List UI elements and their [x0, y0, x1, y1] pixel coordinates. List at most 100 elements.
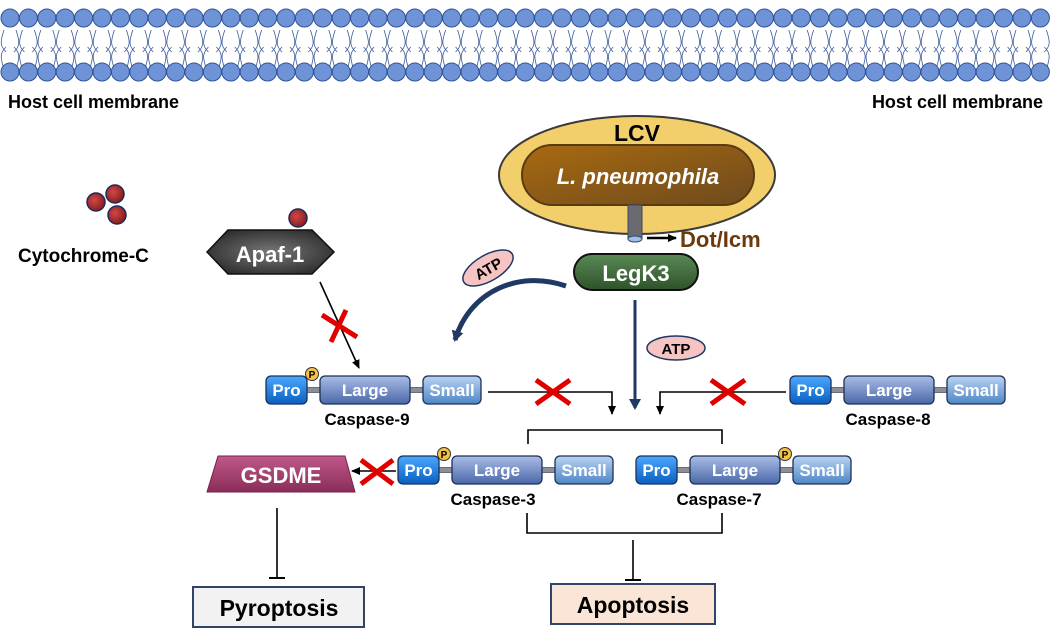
large-domain — [451, 455, 543, 485]
phospholipid-head — [110, 62, 130, 82]
caspase8-to-caspase7-arrow — [656, 391, 786, 415]
dot-icm-secretion-tube — [627, 204, 643, 240]
phosphorylation-label: P — [309, 370, 316, 381]
phospholipid-head — [331, 62, 351, 82]
phospholipid-head — [147, 8, 167, 28]
phospholipid-head — [883, 62, 903, 82]
phospholipid-head — [497, 8, 517, 28]
phospholipid-head — [534, 62, 554, 82]
pro-domain — [397, 455, 440, 485]
phospholipid-head — [55, 8, 75, 28]
legk3-label: LegK3 — [602, 261, 669, 286]
phosphorylation-icon — [778, 447, 792, 461]
phospholipid-head — [129, 62, 149, 82]
phospholipid-head — [865, 8, 885, 28]
bound-cytochrome-c — [288, 208, 308, 228]
phospholipid-head — [883, 8, 903, 28]
block-x-icon — [709, 377, 747, 407]
linker — [438, 467, 453, 473]
cytochrome-c-label: Cytochrome-C — [18, 246, 149, 267]
phospholipid-head — [718, 62, 738, 82]
phospholipid-head — [313, 62, 333, 82]
phospholipid-head — [791, 8, 811, 28]
phospholipid-head — [1030, 8, 1050, 28]
phospholipid-head — [515, 8, 535, 28]
phospholipid-head — [534, 8, 554, 28]
apaf1-label: Apaf-1 — [236, 242, 304, 267]
linker — [676, 467, 691, 473]
phospholipid-head — [221, 62, 241, 82]
phospholipid-head — [810, 62, 830, 82]
phospholipid-head — [386, 62, 406, 82]
atp-badge-2: ATP — [646, 335, 706, 361]
small-domain-label: Small — [561, 461, 606, 480]
phospholipid-head — [589, 62, 609, 82]
phospholipid-head — [920, 8, 940, 28]
phospholipid-head — [570, 62, 590, 82]
phospholipid-head — [975, 62, 995, 82]
phosphorylation-label: P — [782, 450, 789, 461]
block-x-icon — [320, 308, 359, 344]
phospholipid-head — [478, 62, 498, 82]
phospholipid-head — [865, 62, 885, 82]
cytochrome-c-cluster — [86, 184, 127, 225]
pro-domain-label: Pro — [796, 381, 824, 400]
pro-domain — [265, 375, 308, 405]
phospholipid-head — [221, 8, 241, 28]
phospholipid-head — [607, 62, 627, 82]
phospholipid-head — [810, 8, 830, 28]
linker — [933, 387, 948, 393]
phosphorylation-icon — [437, 447, 451, 461]
caspase-9-label: Caspase-9 — [324, 410, 409, 429]
phosphorylation-icon — [305, 367, 319, 381]
phospholipid-head — [736, 8, 756, 28]
phospholipid-head — [497, 62, 517, 82]
phospholipid-head — [681, 8, 701, 28]
phospholipid-head — [423, 8, 443, 28]
phospholipid-head — [975, 8, 995, 28]
phospholipid-head — [239, 8, 259, 28]
phospholipid-head — [276, 62, 296, 82]
apaf1-node: Apaf-1 — [205, 208, 336, 275]
phospholipid-head — [0, 62, 20, 82]
phospholipid-head — [846, 8, 866, 28]
phospholipid-head — [644, 62, 664, 82]
linker — [779, 467, 794, 473]
phospholipid-head — [552, 8, 572, 28]
phospholipid-head — [0, 8, 20, 28]
phospholipid-head — [37, 8, 57, 28]
phospholipid-head — [350, 8, 370, 28]
phospholipid-head — [938, 62, 958, 82]
apoptosis-label: Apoptosis — [577, 592, 689, 618]
phospholipid-head — [331, 8, 351, 28]
block-x-icon — [359, 458, 395, 486]
top-bracket — [527, 429, 723, 444]
linker — [830, 387, 845, 393]
phospholipid-head — [1012, 8, 1032, 28]
phospholipid-head — [589, 8, 609, 28]
lcv-vacuole: LCV L. pneumophila Dot/Icm — [498, 115, 776, 252]
phospholipid-head — [368, 8, 388, 28]
phospholipid-head — [386, 8, 406, 28]
linker — [306, 387, 321, 393]
phospholipid-head — [294, 8, 314, 28]
phospholipid-head — [258, 62, 278, 82]
phospholipid-head — [552, 62, 572, 82]
linker — [409, 387, 424, 393]
large-domain-label: Large — [712, 461, 758, 480]
phospholipid-head — [773, 62, 793, 82]
pro-domain-label: Pro — [404, 461, 432, 480]
phospholipid-head — [184, 8, 204, 28]
phospholipid-head — [570, 8, 590, 28]
phospholipid-head — [74, 62, 94, 82]
phospholipid-head — [1012, 62, 1032, 82]
atp-label: ATP — [662, 341, 691, 358]
phospholipid-head — [902, 8, 922, 28]
caspase-8-label: Caspase-8 — [845, 410, 930, 429]
block-x-icon — [534, 377, 572, 407]
phospholipid-head — [736, 62, 756, 82]
phospholipid-head — [18, 62, 38, 82]
large-domain — [843, 375, 935, 405]
linker — [541, 467, 556, 473]
